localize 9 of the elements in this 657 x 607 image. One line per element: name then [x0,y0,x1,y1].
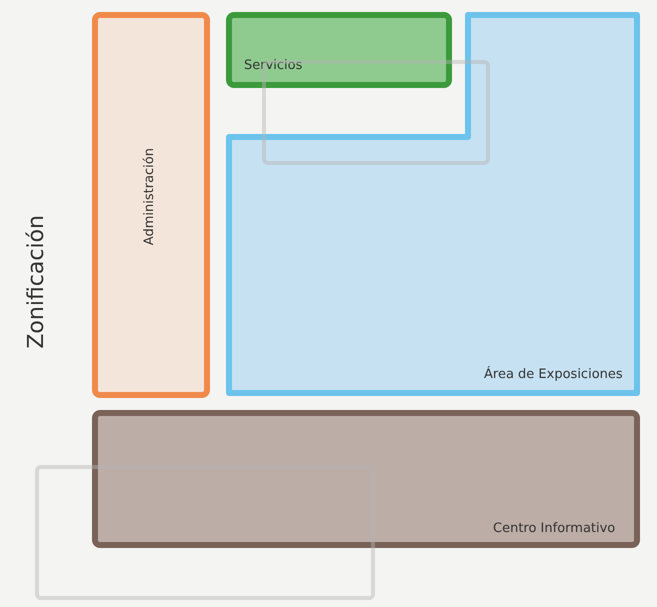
zone-box [92,410,640,548]
zone-label: Área de Exposiciones [484,367,623,382]
zone-label: Servicios [244,58,302,73]
diagram-title: Zonificación [24,215,49,349]
zone-label: Administración [142,148,157,246]
zone-label: Centro Informativo [493,521,616,536]
faint-outline [35,465,375,600]
zone-box [92,12,210,398]
zone-box [226,12,452,88]
